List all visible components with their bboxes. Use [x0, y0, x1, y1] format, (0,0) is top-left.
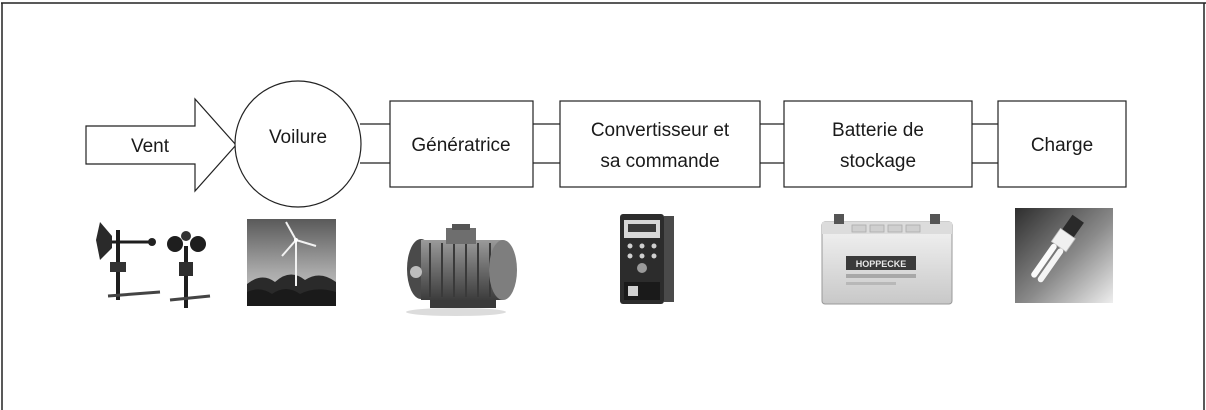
convertisseur-box: Convertisseur et sa commande: [559, 100, 761, 188]
connector-voilure-generatrice: [360, 123, 390, 164]
wind-turbine-photo: [247, 219, 336, 306]
connector-convertisseur-batterie: [760, 123, 784, 164]
inverter-drive-photo: [620, 214, 674, 304]
battery-photo: HOPPECKE: [821, 214, 953, 305]
connector-generatrice-convertisseur: [533, 123, 560, 164]
generatrice-box: Génératrice: [389, 100, 534, 188]
charge-label: Charge: [1031, 135, 1093, 156]
vent-arrow: Vent: [85, 97, 237, 193]
batterie-label-line1: Batterie de: [832, 120, 924, 141]
vent-label: Vent: [131, 136, 170, 157]
anemometer-photo: [96, 222, 211, 308]
voilure-circle: Voilure: [234, 80, 362, 208]
generatrice-label: Génératrice: [411, 135, 510, 156]
voilure-label: Voilure: [269, 127, 327, 148]
connector-batterie-charge: [972, 123, 998, 164]
electric-motor-photo: [406, 224, 517, 316]
charge-box: Charge: [997, 100, 1127, 188]
light-bulb-photo: [1015, 208, 1113, 303]
convertisseur-label-line2: sa commande: [600, 151, 719, 172]
batterie-label-line2: stockage: [840, 151, 916, 172]
battery-brand-label: HOPPECKE: [856, 259, 907, 269]
batterie-box: Batterie de stockage: [783, 100, 973, 188]
convertisseur-label-line1: Convertisseur et: [591, 120, 730, 141]
